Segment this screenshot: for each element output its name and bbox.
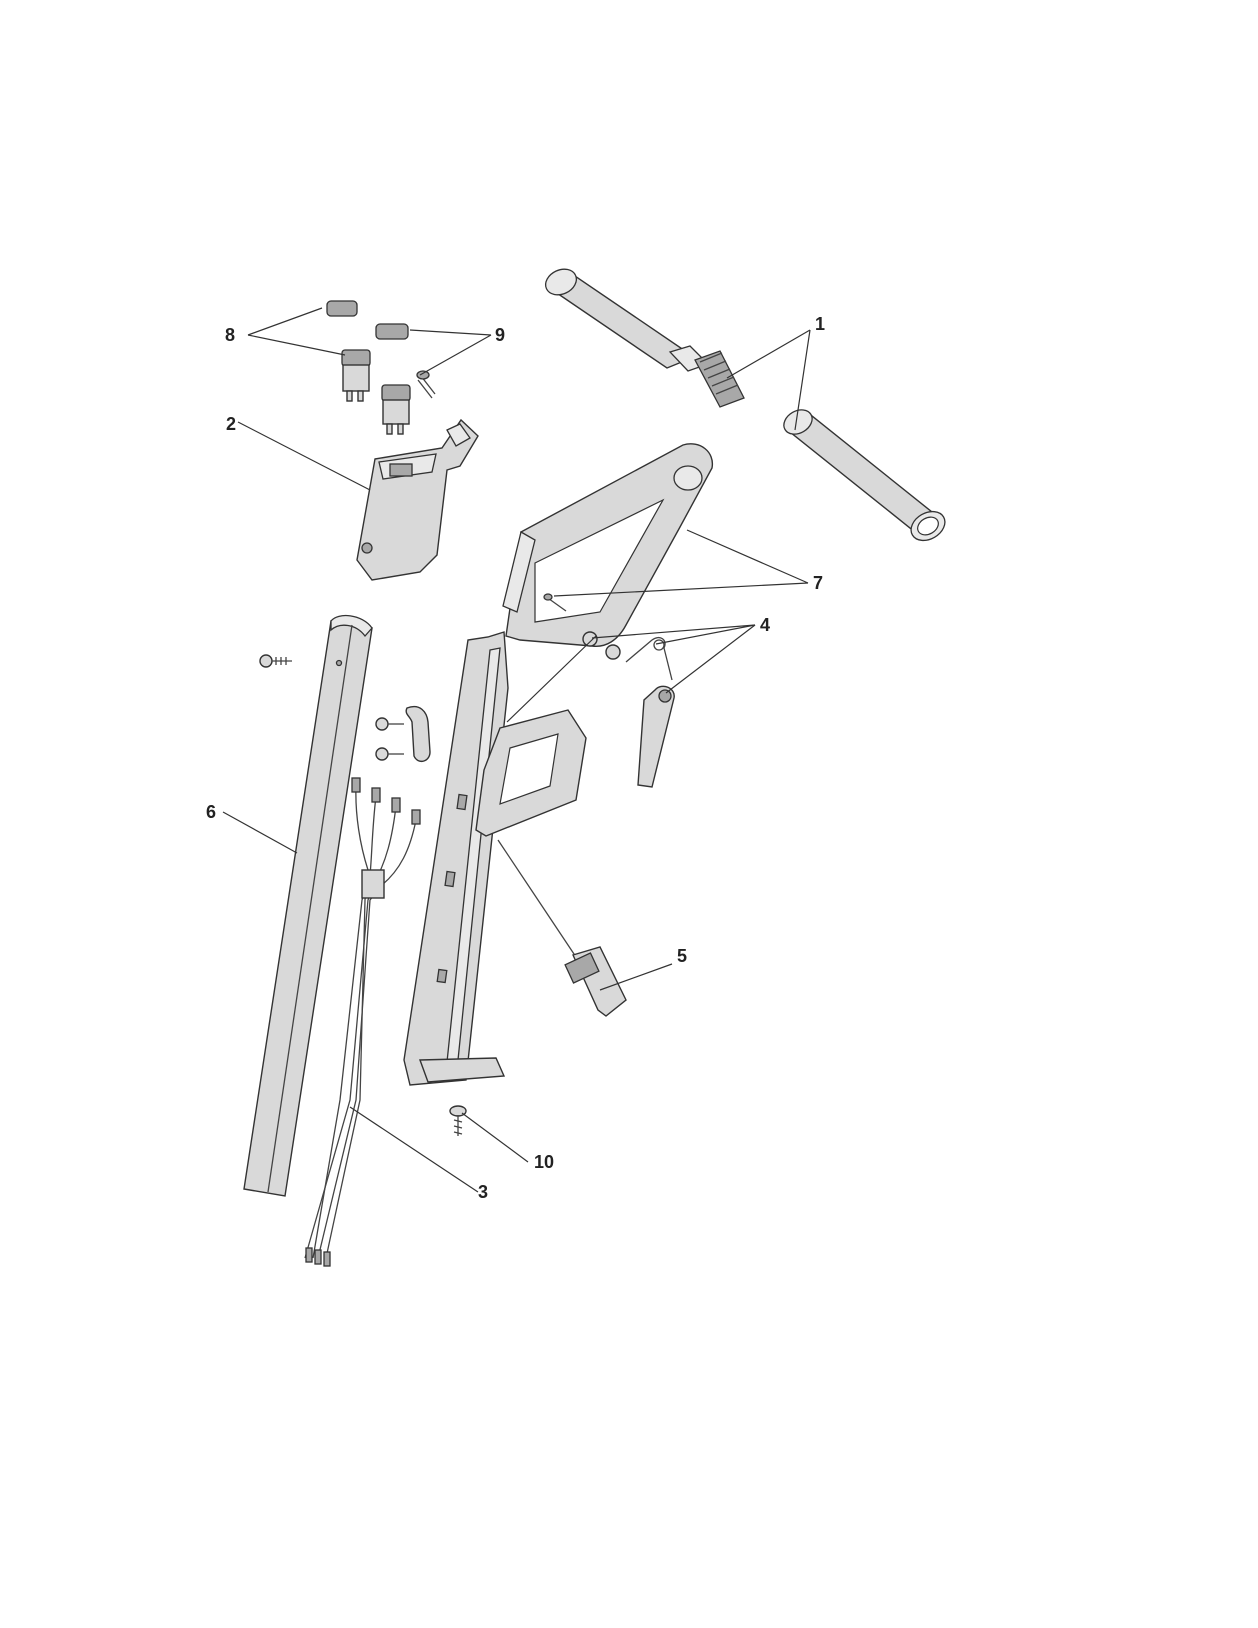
part-5-power-cord xyxy=(497,839,627,1017)
callout-3: 3 xyxy=(478,1182,488,1202)
switch-cap-8 xyxy=(326,300,358,317)
threaded-end xyxy=(694,350,745,408)
screw-cover xyxy=(259,654,292,668)
callout-labels: 8 9 2 1 7 4 6 5 10 3 xyxy=(206,314,825,1202)
callout-5: 5 xyxy=(677,946,687,966)
wire-connector-block xyxy=(361,869,385,899)
callout-4: 4 xyxy=(760,615,770,635)
callout-9: 9 xyxy=(495,325,505,345)
leader-lines xyxy=(222,307,811,1193)
part-9-switch-assembly xyxy=(375,323,436,435)
part-8-switch-assembly xyxy=(326,300,371,402)
callout-2: 2 xyxy=(226,414,236,434)
latch-nut xyxy=(582,631,621,660)
callout-10: 10 xyxy=(534,1152,554,1172)
rocker-switch-9 xyxy=(381,384,411,435)
wire-terminals-top xyxy=(351,777,421,825)
spring-9 xyxy=(416,370,436,399)
callout-1: 1 xyxy=(815,314,825,334)
part-4-latch-assembly xyxy=(582,631,675,788)
callout-6: 6 xyxy=(206,802,216,822)
callout-7: 7 xyxy=(813,573,823,593)
power-plug xyxy=(564,946,627,1017)
part-3-wiring-harness xyxy=(304,777,421,1267)
callout-8: 8 xyxy=(225,325,235,345)
switch-cap-9 xyxy=(375,323,409,340)
lower-grip-tube xyxy=(783,409,946,542)
pivot-pin xyxy=(543,593,567,612)
upper-grip-tube xyxy=(544,268,745,408)
torsion-spring xyxy=(625,636,673,681)
part-1-handle-grips xyxy=(544,268,946,542)
wire-terminals-bottom xyxy=(305,1247,331,1267)
part-10-screw xyxy=(449,1105,467,1136)
part-7-handle-frame xyxy=(403,443,714,1086)
part-6-front-cover xyxy=(243,614,373,1197)
rocker-switch-8 xyxy=(341,349,371,402)
cord-clip xyxy=(375,705,431,763)
part-2-switch-housing xyxy=(356,418,479,581)
latch-lever xyxy=(637,685,675,788)
